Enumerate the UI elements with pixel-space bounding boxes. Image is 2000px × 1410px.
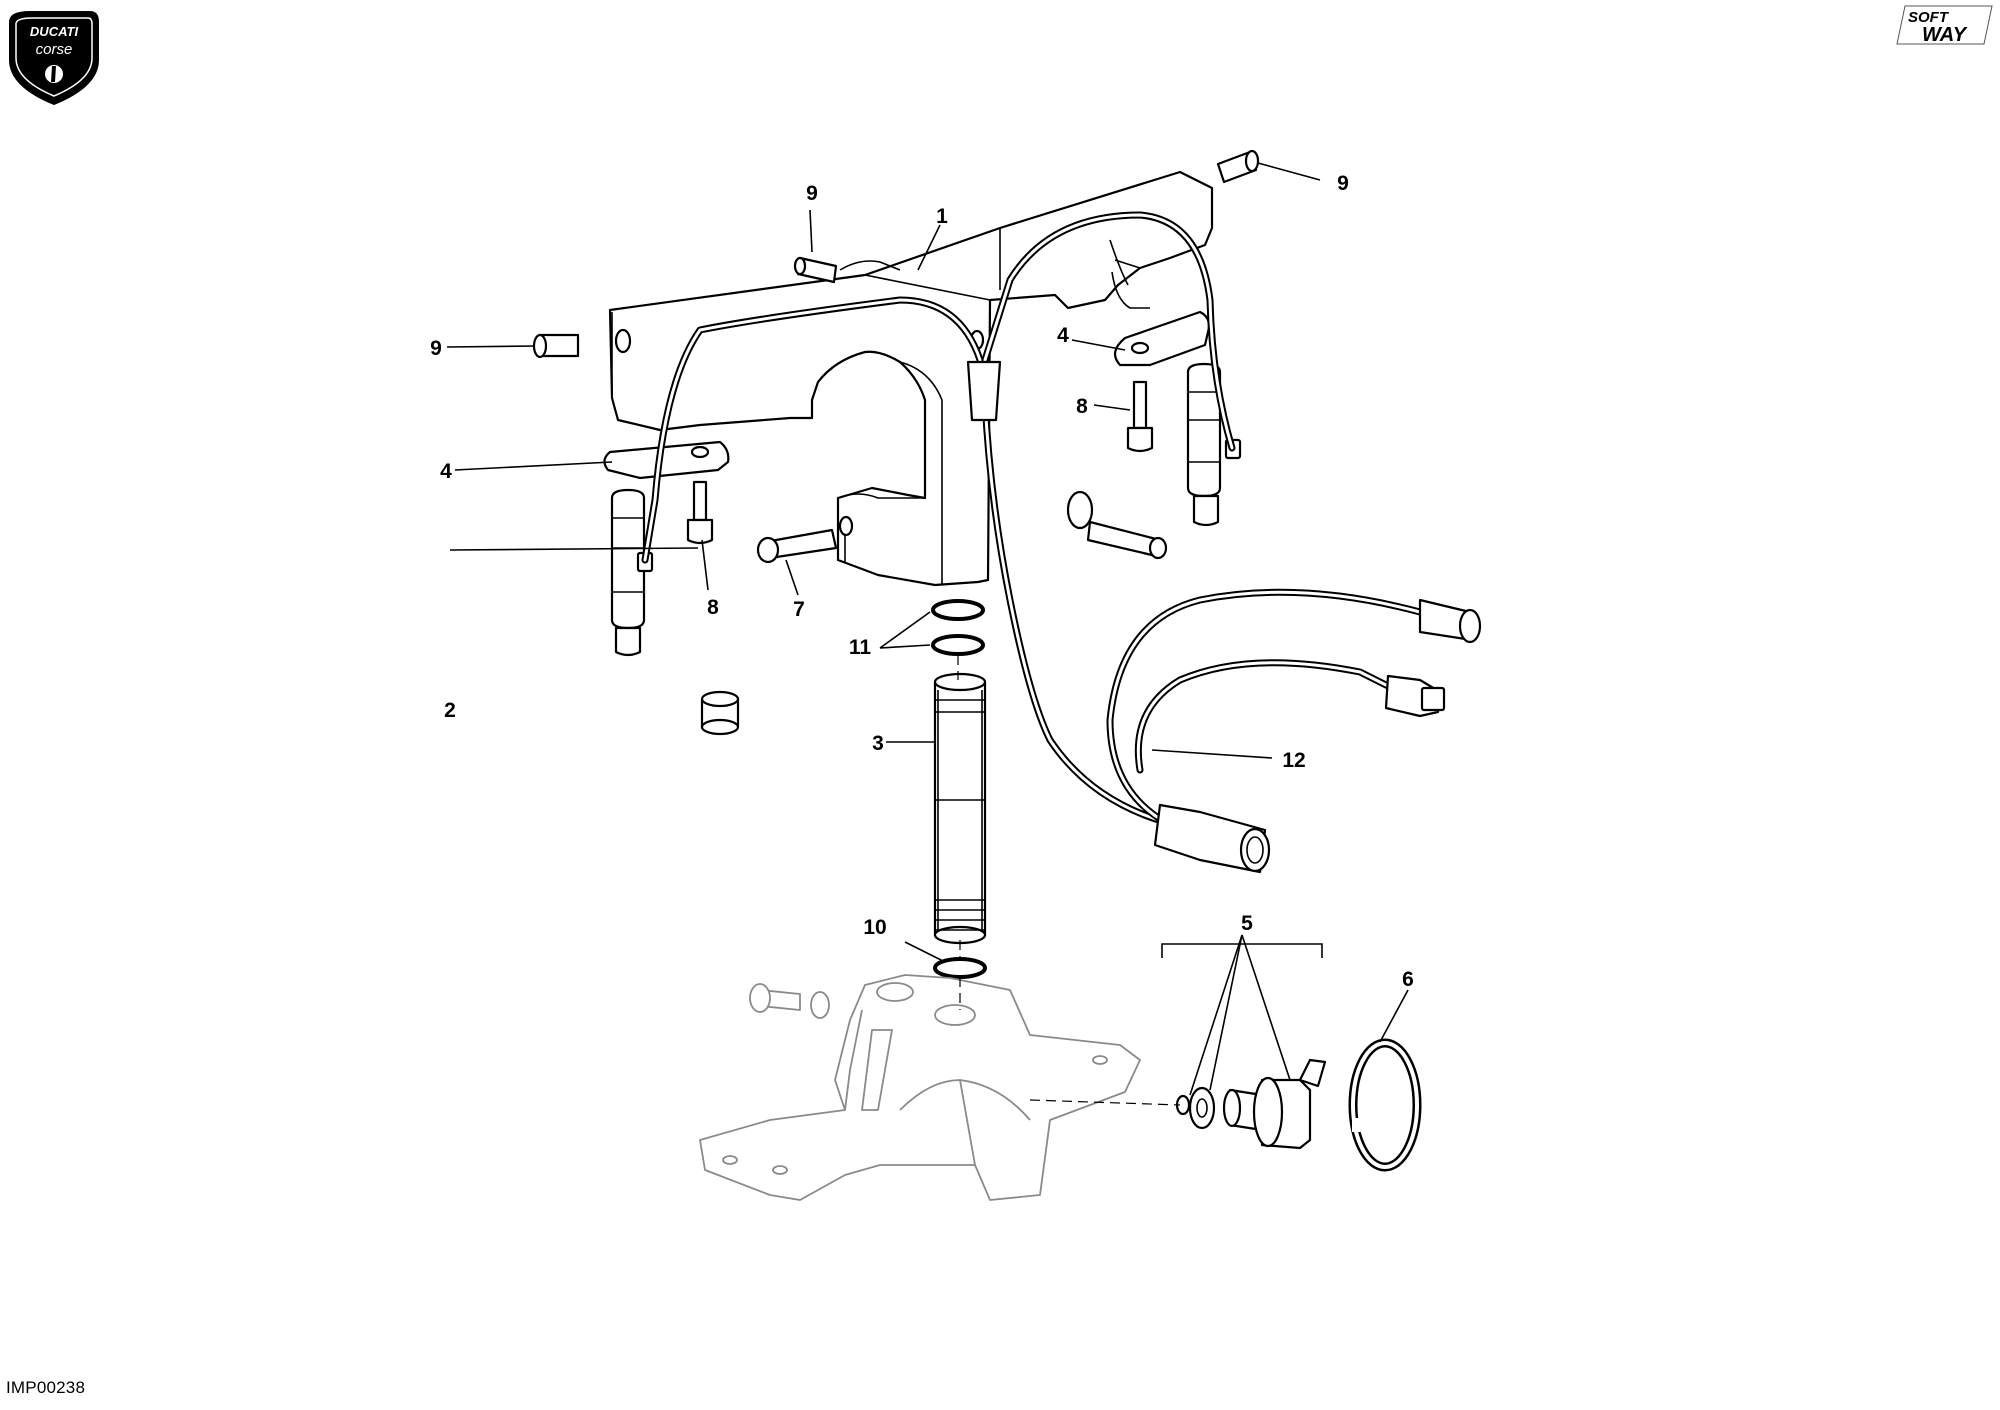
callout-7: 7 — [793, 598, 805, 621]
callout-9-right: 9 — [1337, 172, 1349, 195]
bolt-8-left — [686, 480, 714, 545]
right-sensor — [1186, 362, 1242, 527]
alignment-lines — [957, 655, 1181, 1106]
ducati-corse-logo: DUCATI corse — [9, 11, 99, 106]
wiring-harness — [641, 211, 1482, 874]
callout-8-left: 8 — [707, 596, 719, 619]
washer-bolt-right — [1066, 490, 1168, 560]
clamp-right — [1113, 310, 1211, 367]
o-rings-11 — [931, 599, 985, 656]
ducati-logo-text: DUCATI — [30, 24, 79, 39]
shaft-3 — [933, 672, 987, 945]
pin-9-top — [793, 256, 838, 284]
bracket-assembly — [608, 170, 1214, 587]
callout-10: 10 — [863, 916, 886, 939]
callout-8-right: 8 — [1076, 395, 1088, 418]
callout-2: 2 — [444, 699, 456, 722]
callout-4-right: 4 — [1057, 324, 1069, 347]
callout-4-left: 4 — [440, 460, 452, 483]
callout-9-top: 9 — [806, 182, 818, 205]
pin-9-left — [532, 333, 580, 359]
callout-12: 12 — [1282, 749, 1305, 772]
callout-5: 5 — [1241, 912, 1253, 935]
diagram-code: IMP00238 — [6, 1378, 86, 1397]
circlip-6 — [1348, 1038, 1422, 1172]
leader-lines — [446, 162, 1409, 1096]
o-ring-10 — [933, 957, 987, 979]
callout-1: 1 — [936, 205, 948, 228]
lower-bracket-ghost — [699, 974, 1141, 1201]
corse-logo-text: corse — [36, 41, 73, 58]
softway-logo: SOFT WAY — [1896, 5, 1993, 46]
sensor-assembly-5 — [1175, 1058, 1327, 1150]
callout-3: 3 — [872, 732, 884, 755]
softway-logo-bottom-text: WAY — [1922, 24, 1968, 46]
callout-11: 11 — [849, 636, 872, 659]
pin-9-right — [1216, 149, 1260, 184]
softway-logo-top-text: SOFT — [1908, 9, 1950, 26]
sleeve-2 — [700, 690, 740, 736]
bolt-8-right — [1126, 380, 1154, 453]
left-sensor — [610, 488, 654, 657]
clamp-left — [603, 440, 730, 480]
callouts: 1 2 3 4 4 5 6 7 8 8 9 9 9 10 11 12 — [430, 172, 1414, 991]
callout-5-bracket — [1161, 943, 1323, 958]
bolt-7 — [756, 528, 838, 564]
callout-6: 6 — [1402, 968, 1414, 991]
callout-9-left: 9 — [430, 337, 442, 360]
